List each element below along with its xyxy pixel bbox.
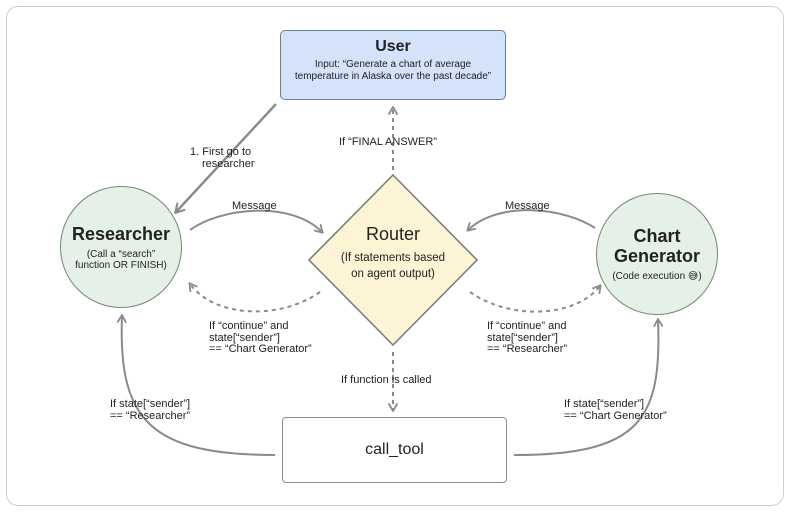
- researcher-subtitle: (Call a “search” function OR FINISH): [75, 248, 167, 271]
- chart-generator-title-line2: Generator: [613, 246, 701, 266]
- label-sender-chart: If state[“sender”] == “Chart Generator”: [564, 398, 667, 422]
- label-final-answer: If “FINAL ANSWER”: [339, 136, 437, 148]
- router-subtitle: (If statements based on agent output): [340, 252, 446, 280]
- label-sender-researcher: If state[“sender”] == “Researcher”: [110, 398, 191, 422]
- user-title: User: [375, 38, 411, 55]
- label-continue-left-line1: If “continue” and: [209, 320, 289, 332]
- label-first-go-line2: researcher: [202, 157, 255, 170]
- edge-message-left: [189, 209, 324, 234]
- router-node: Router (If statements based on agent out…: [318, 224, 468, 282]
- label-first-go: 1. First go to researcher: [190, 146, 255, 170]
- label-message-right: Message: [505, 200, 550, 212]
- chart-generator-node: Chart Generator (Code execution 😅): [596, 193, 718, 315]
- chart-generator-subtitle: (Code execution 😅): [612, 271, 702, 282]
- router-title: Router: [365, 224, 421, 244]
- label-sender-researcher-line1: If state[“sender”]: [110, 398, 191, 410]
- label-continue-left-line2: state[“sender”]: [209, 331, 280, 344]
- researcher-title: Researcher: [71, 223, 171, 244]
- call-tool-title: call_tool: [365, 441, 424, 458]
- user-node: User Input: “Generate a chart of average…: [280, 30, 506, 100]
- label-continue-left: If “continue” and state[“sender”] == “Ch…: [209, 320, 312, 356]
- label-sender-chart-line2: == “Chart Generator”: [564, 409, 667, 422]
- edge-continue-right: [469, 284, 602, 313]
- label-sender-chart-line1: If state[“sender”]: [564, 398, 645, 410]
- label-continue-right-line3: == “Researcher”: [487, 343, 568, 355]
- chart-generator-title-line1: Chart: [633, 226, 681, 246]
- edge-continue-left: [188, 282, 321, 313]
- label-continue-right-line2: state[“sender”]: [487, 331, 558, 344]
- label-message-left: Message: [232, 200, 277, 212]
- edge-message-right: [466, 209, 596, 232]
- label-first-go-line1: 1. First go to: [190, 146, 252, 158]
- router-diamond: [307, 173, 479, 347]
- label-continue-left-line3: == “Chart Generator”: [209, 343, 312, 355]
- user-input-text: Input: “Generate a chart of average temp…: [294, 59, 492, 82]
- researcher-node: Researcher (Call a “search” function OR …: [60, 186, 182, 308]
- label-function-called: If function is called: [341, 374, 432, 386]
- edge-sender-chart: [513, 318, 664, 456]
- label-continue-right-line1: If “continue” and: [487, 320, 567, 332]
- edge-sender-researcher: [116, 314, 276, 456]
- call-tool-node: call_tool: [282, 417, 507, 483]
- edge-first-go: [174, 103, 277, 214]
- label-continue-right: If “continue” and state[“sender”] == “Re…: [487, 320, 568, 356]
- label-sender-researcher-line2: == “Researcher”: [110, 409, 191, 422]
